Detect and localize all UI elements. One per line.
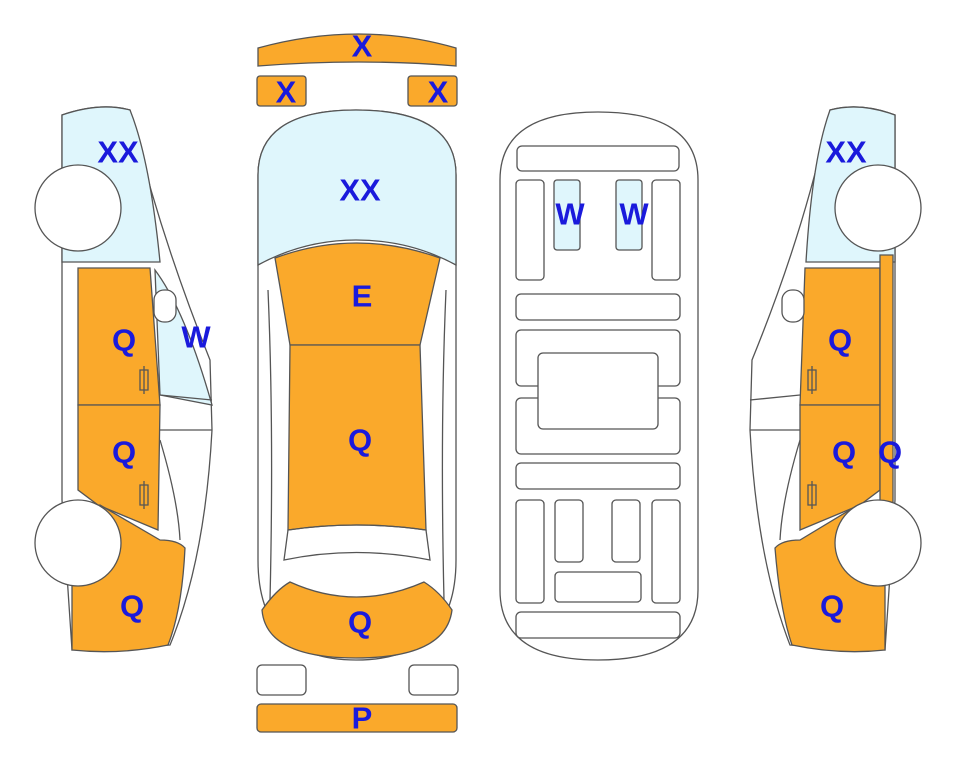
top-windshield-glass[interactable]	[257, 109, 457, 267]
underside-panel	[537, 352, 659, 430]
right-mirror	[781, 289, 805, 323]
right-door-handle	[807, 481, 817, 509]
label-front-bumper: X	[352, 29, 373, 64]
rear-left-corner-panel	[256, 664, 307, 696]
left-door-handle	[139, 366, 149, 394]
left-rear-wheel	[34, 499, 122, 587]
underside-panel	[515, 293, 681, 321]
underside-panel	[651, 499, 681, 604]
label-top-windshield: XX	[339, 173, 381, 208]
label-left-windshield: XX	[97, 135, 139, 170]
rear-bumper-panel[interactable]	[256, 703, 458, 733]
underside-panel	[611, 499, 641, 563]
left-pillar-line	[159, 394, 213, 541]
underside-panel	[515, 179, 545, 281]
top-rear-glass-line	[283, 524, 431, 561]
right-pillar-line	[749, 394, 801, 541]
right-rear-door-panel[interactable]	[799, 404, 881, 531]
right-front-wheel	[834, 164, 922, 252]
label-rear-bumper: P	[352, 701, 373, 736]
top-view	[256, 33, 459, 733]
label-left-window: W	[181, 320, 211, 355]
underside-panel	[651, 179, 681, 281]
trunk-panel[interactable]	[261, 581, 453, 659]
label-left-rear-quarter: Q	[120, 589, 144, 624]
label-trunk: Q	[348, 605, 372, 640]
rear-right-corner-panel	[408, 664, 459, 696]
label-right-rear-quarter: Q	[820, 589, 844, 624]
label-front-left-corner: X	[276, 75, 297, 110]
label-left-rear-door: Q	[112, 435, 136, 470]
label-right-windshield: XX	[825, 135, 867, 170]
label-underside-right-window: W	[619, 197, 649, 232]
front-left-corner-panel[interactable]	[256, 75, 307, 107]
underside-right-window-glass[interactable]	[615, 179, 643, 251]
underside-panel	[516, 145, 680, 172]
underside-left-window-glass[interactable]	[553, 179, 581, 251]
left-door-handle	[139, 481, 149, 509]
underside-panel	[515, 462, 681, 490]
underside-panel	[515, 611, 681, 639]
label-right-front-door: Q	[828, 323, 852, 358]
front-right-corner-panel[interactable]	[407, 75, 458, 107]
right-rear-wheel	[834, 499, 922, 587]
underside-panel	[554, 499, 584, 563]
front-bumper-panel[interactable]	[257, 33, 457, 67]
label-roof: Q	[348, 423, 372, 458]
hood-panel[interactable]	[274, 242, 441, 346]
left-front-wheel	[34, 164, 122, 252]
label-left-front-door: Q	[112, 323, 136, 358]
label-right-pillar: Q	[878, 435, 902, 470]
right-side-view	[749, 106, 922, 653]
underside-panel	[515, 499, 545, 604]
left-mirror	[153, 289, 177, 323]
label-underside-left-window: W	[555, 197, 585, 232]
left-side-view	[34, 106, 213, 653]
right-door-handle	[807, 366, 817, 394]
label-hood: E	[352, 279, 373, 314]
damage-labels: X X X XX E Q Q P XX W Q Q Q W W XX Q Q Q…	[97, 29, 902, 736]
label-front-right-corner: X	[428, 75, 449, 110]
top-side-line-right	[441, 289, 447, 601]
top-side-line-left	[267, 289, 273, 601]
underside-view	[499, 111, 699, 661]
label-right-rear-door: Q	[832, 435, 856, 470]
underside-panel	[554, 571, 642, 603]
